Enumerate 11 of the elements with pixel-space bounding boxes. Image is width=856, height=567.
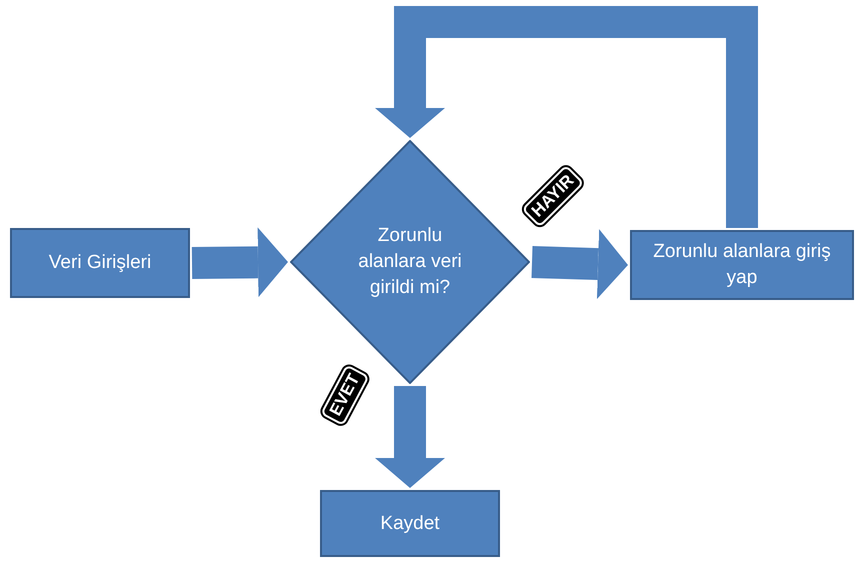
process-box xyxy=(10,228,190,298)
block-arrow xyxy=(375,386,445,488)
node-label: Zorunlu alanlara giriş yap xyxy=(652,240,832,290)
node-label: Kaydet xyxy=(379,512,441,536)
block-arrow xyxy=(532,229,628,300)
process-box xyxy=(630,230,854,300)
block-arrow xyxy=(375,6,758,228)
process-box xyxy=(320,490,500,557)
block-arrow xyxy=(192,227,288,298)
node-label: Zorunlu alanlara veri girildi mi? xyxy=(357,224,463,300)
node-label: Veri Girişleri xyxy=(48,251,152,275)
